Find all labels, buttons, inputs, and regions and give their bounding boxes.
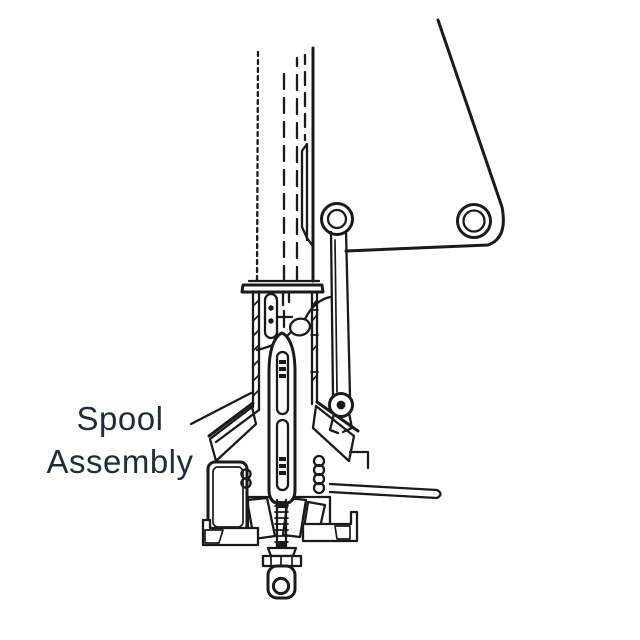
bracket-eyelet bbox=[456, 203, 492, 239]
upper-slot bbox=[263, 292, 279, 340]
flange-plate-left bbox=[201, 518, 260, 547]
spool-slot-upper bbox=[275, 350, 290, 416]
link-pivot bbox=[328, 392, 354, 418]
right-hook bbox=[348, 450, 370, 470]
flange-plate-right bbox=[301, 510, 359, 543]
keyway-strip bbox=[300, 142, 314, 247]
spool bbox=[267, 331, 297, 506]
spool-housing bbox=[251, 290, 332, 412]
label-line-1: Spool bbox=[76, 400, 164, 437]
lower-clevis-assembly bbox=[261, 498, 303, 600]
leader-line bbox=[189, 391, 253, 426]
flange-hatch-left bbox=[208, 405, 258, 463]
gear-hatch-2 bbox=[281, 496, 308, 539]
valve-fitting bbox=[275, 309, 294, 329]
tilt-pin-rod bbox=[328, 482, 442, 500]
shift-link-rod bbox=[320, 202, 354, 435]
drive-shaft-tube bbox=[240, 46, 325, 294]
label-line-2: Assembly bbox=[46, 443, 194, 480]
port-circle bbox=[288, 317, 312, 337]
gear-section bbox=[201, 495, 359, 547]
flange-hatch-right bbox=[311, 404, 356, 463]
bell-housing bbox=[206, 400, 370, 534]
diagram-label: Spool Assembly bbox=[24, 397, 216, 483]
tube-collar bbox=[240, 283, 325, 294]
link-eye bbox=[320, 202, 354, 236]
spool-slot-lower bbox=[275, 418, 290, 492]
clevis-hole bbox=[271, 576, 291, 596]
spring-coils bbox=[312, 454, 326, 495]
pivot-pin-dot bbox=[336, 400, 346, 410]
transom-bracket bbox=[344, 18, 505, 253]
